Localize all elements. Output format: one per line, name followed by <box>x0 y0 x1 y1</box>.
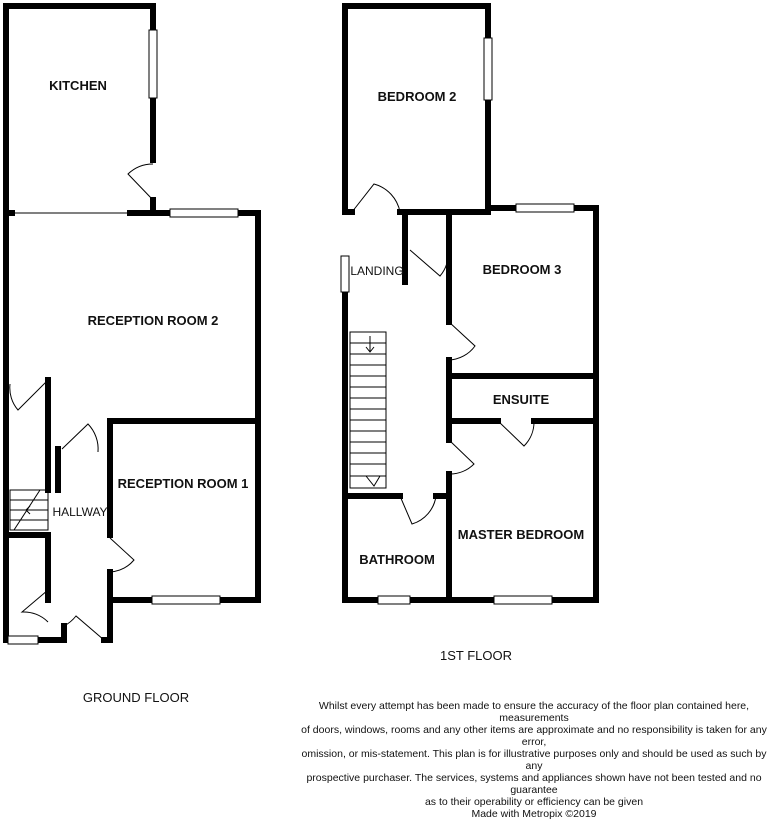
bedroom-3-door <box>448 321 476 361</box>
front-window <box>7 635 39 645</box>
landing-label: LANDING <box>350 264 403 278</box>
bathroom-window <box>377 595 411 605</box>
bathroom-label: BATHROOM <box>359 552 435 567</box>
first-floor-label: 1ST FLOOR <box>440 648 512 663</box>
ground-floor-label: GROUND FLOOR <box>83 690 189 705</box>
cupboard-door-upper <box>9 379 49 411</box>
hallway-label: HALLWAY <box>52 505 107 519</box>
disclaimer: Whilst every attempt has been made to en… <box>296 700 772 820</box>
first-floor-stairs <box>349 331 387 489</box>
landing-window <box>340 255 350 293</box>
reception-room-1-label: RECEPTION ROOM 1 <box>118 476 249 491</box>
disclaimer-line: Whilst every attempt has been made to en… <box>318 700 750 724</box>
bathroom-door <box>399 495 437 525</box>
bedroom-2-label: BEDROOM 2 <box>378 89 457 104</box>
master-bedroom-label: MASTER BEDROOM <box>458 527 584 542</box>
front-door <box>63 615 105 641</box>
kitchen-window <box>148 29 158 99</box>
reception-room-2-label: RECEPTION ROOM 2 <box>88 313 219 328</box>
reception-room-1-walls <box>107 418 261 538</box>
metropix-credit: Made with Metropix ©2019 <box>471 808 597 820</box>
ensuite-door <box>497 420 535 447</box>
bedroom-3-window <box>515 203 575 213</box>
floor-plan-drawing: KITCHEN RECEPTION ROOM 2 RECEPTION ROOM … <box>3 3 599 705</box>
disclaimer-line: prospective purchaser. The services, sys… <box>306 772 762 796</box>
landing-cupboard-door <box>409 249 449 277</box>
master-bedroom-door <box>448 439 475 475</box>
disclaimer-line: omission, or mis-statement. This plan is… <box>301 748 767 772</box>
reception-room-2-window <box>169 208 239 218</box>
kitchen-walls <box>3 3 156 216</box>
kitchen-door <box>127 163 154 201</box>
bedroom-3-label: BEDROOM 3 <box>483 262 562 277</box>
reception-room-2-walls <box>150 210 261 603</box>
disclaimer-line: of doors, windows, rooms and any other i… <box>301 724 767 748</box>
reception-room-1-window <box>151 595 221 605</box>
disclaimer-line: as to their operability or efficiency ca… <box>424 796 644 808</box>
ensuite-label: ENSUITE <box>493 392 550 407</box>
bedroom-2-door <box>351 183 401 213</box>
reception-room-1-door <box>109 537 135 573</box>
stairs-down-arrow-icon <box>365 336 375 353</box>
kitchen-label: KITCHEN <box>49 78 107 93</box>
hallway-door <box>61 423 99 453</box>
cupboard-door-lower <box>20 589 49 623</box>
bedroom-2-window <box>483 37 493 101</box>
stairs-arrow-icon <box>25 505 44 515</box>
first-floor-plan <box>340 3 599 605</box>
ground-floor-plan <box>3 3 261 645</box>
master-bedroom-window <box>493 595 553 605</box>
